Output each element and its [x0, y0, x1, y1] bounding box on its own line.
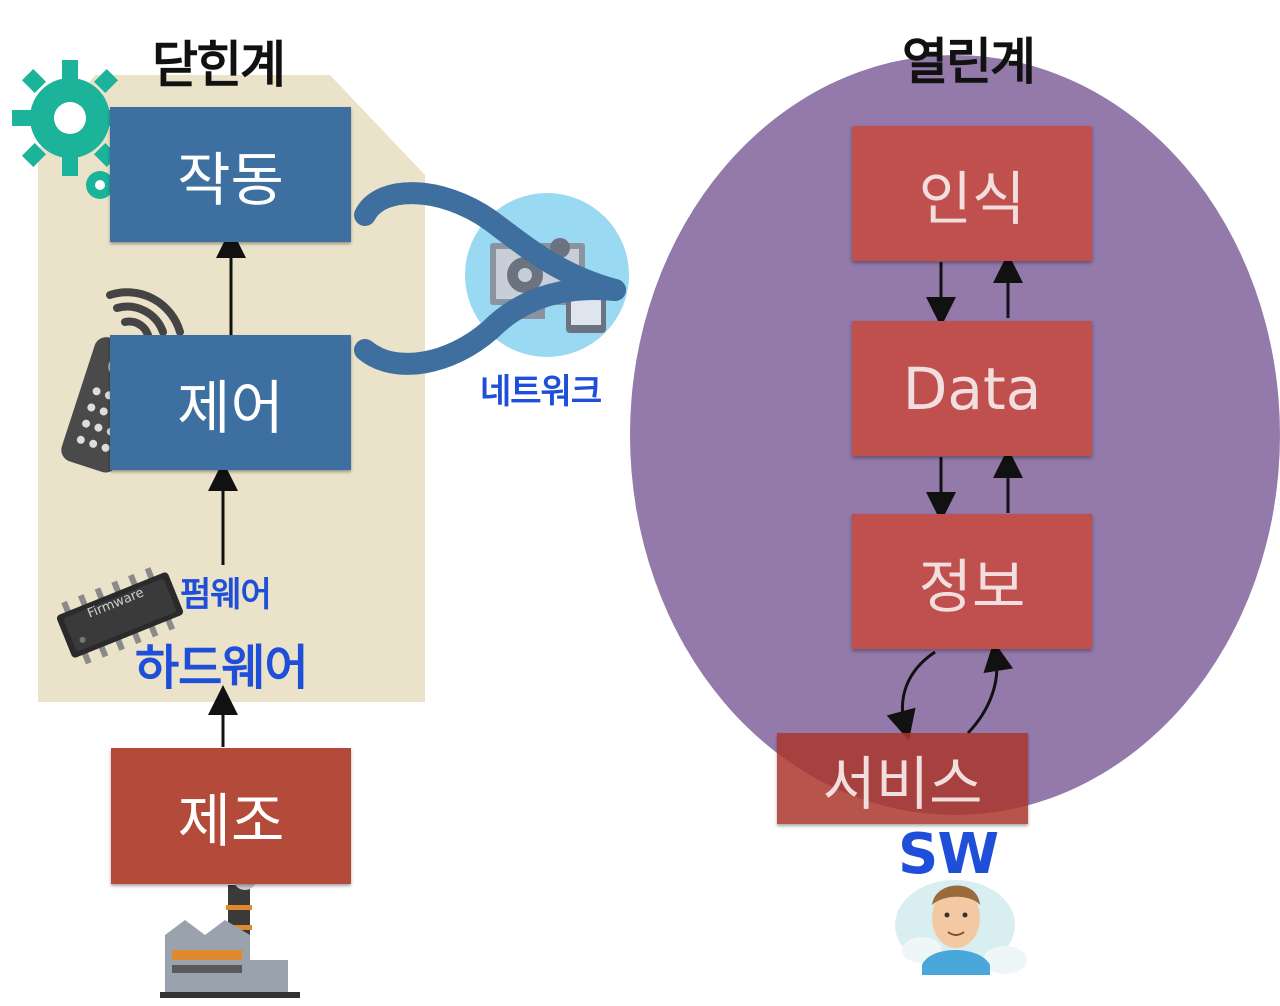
manufacturing-box: 제조 — [111, 748, 351, 884]
arrow-service-to-information — [966, 641, 1014, 735]
open-system-title: 열린계 — [902, 33, 1036, 91]
information-box: 정보 — [852, 514, 1092, 649]
sw-label: SW — [898, 822, 999, 887]
control-box: 제어 — [110, 335, 351, 470]
firmware-label: 펌웨어 — [180, 575, 272, 615]
network-icon — [490, 238, 606, 333]
network-cable-top — [354, 182, 626, 301]
network-label: 네트워크 — [480, 372, 602, 412]
actuation-box: 작동 — [110, 107, 351, 242]
hardware-label: 하드웨어 — [135, 640, 309, 696]
wireless-signal-icon — [106, 288, 184, 339]
recognition-box: 인식 — [852, 126, 1092, 261]
closed-system-title: 닫힌계 — [152, 36, 286, 94]
service-box: 서비스 — [777, 733, 1028, 824]
arrow-information-to-service — [886, 650, 936, 741]
network-cable-bottom — [354, 278, 626, 375]
firmware-chip-icon — [56, 567, 184, 665]
data-box: Data — [852, 321, 1092, 456]
avatar — [895, 880, 1027, 975]
